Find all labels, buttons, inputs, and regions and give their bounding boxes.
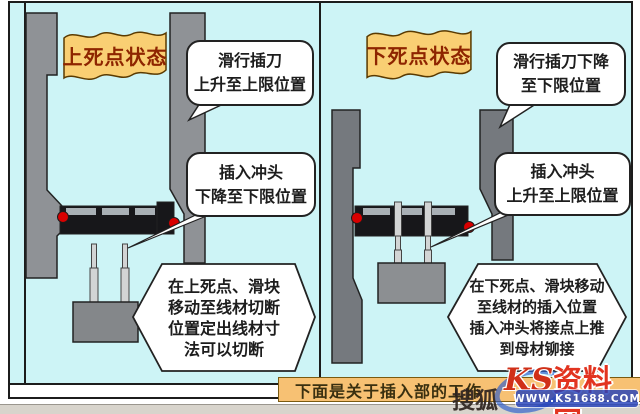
hexagon-line: 在下死点、滑块移动	[469, 277, 605, 295]
callout-line: 上升至上限位置	[506, 186, 619, 205]
callout-slide-cutter-up: 滑行插刀 上升至上限位置	[186, 40, 314, 106]
hexagon-line: 移动至线材切断	[167, 298, 280, 317]
callout-line: 插入冲头	[218, 162, 283, 182]
panel-divider	[319, 3, 321, 385]
hexagon-line: 到母材铆接	[499, 340, 575, 358]
page-bottom-strip	[0, 404, 640, 414]
hexagon-shape-icon	[131, 263, 316, 372]
callout-line: 插入冲头	[530, 162, 595, 181]
hexagon-shape-icon	[446, 263, 628, 372]
hexagon-line: 至线材的插入位置	[476, 298, 597, 316]
banner-label: 上死点状态	[62, 44, 168, 69]
footer-caption: 下面是关于插入部的工作	[295, 381, 483, 401]
callout-line: 下降至下限位置	[194, 186, 307, 206]
hexagon-line: 插入冲头将接点上推	[469, 319, 605, 337]
callout-punch-up: 插入冲头 上升至上限位置	[494, 152, 631, 216]
callout-line: 至下限位置	[520, 76, 601, 95]
hexagon-note-riveting: 在下死点、滑块移动 至线材的插入位置 插入冲头将接点上推 到母材铆接	[446, 262, 628, 374]
site-url-text: WWW.KS1688.COM	[513, 392, 640, 405]
hexagon-line: 在上死点、滑块	[167, 277, 280, 296]
callout-punch-down: 插入冲头 下降至下限位置	[186, 152, 316, 217]
callout-slide-cutter-down: 滑行插刀下降 至下限位置	[496, 42, 626, 106]
hexagon-note-cutting: 在上死点、滑块 移动至线材切断 位置定出线材寸 法可以切断	[131, 262, 317, 374]
site-url-watermark: WWW.KS1688.COM	[513, 390, 640, 407]
wavy-banner-shape-icon	[366, 30, 472, 80]
hexagon-line: 法可以切断	[183, 340, 264, 359]
callout-line: 上升至上限位置	[193, 75, 306, 94]
banner-bottom-dead-center: 下死点状态	[363, 24, 475, 84]
hexagon-line: 位置定出线材寸	[167, 319, 280, 338]
wavy-banner-shape-icon	[63, 31, 167, 81]
inner-frame-line	[24, 3, 26, 385]
callout-line: 滑行插刀	[217, 51, 282, 70]
banner-top-dead-center: 上死点状态	[60, 26, 170, 84]
callout-line: 滑行插刀下降	[512, 52, 609, 71]
banner-label: 下死点状态	[366, 43, 472, 68]
sohu-watermark: 搜狐	[452, 388, 498, 414]
